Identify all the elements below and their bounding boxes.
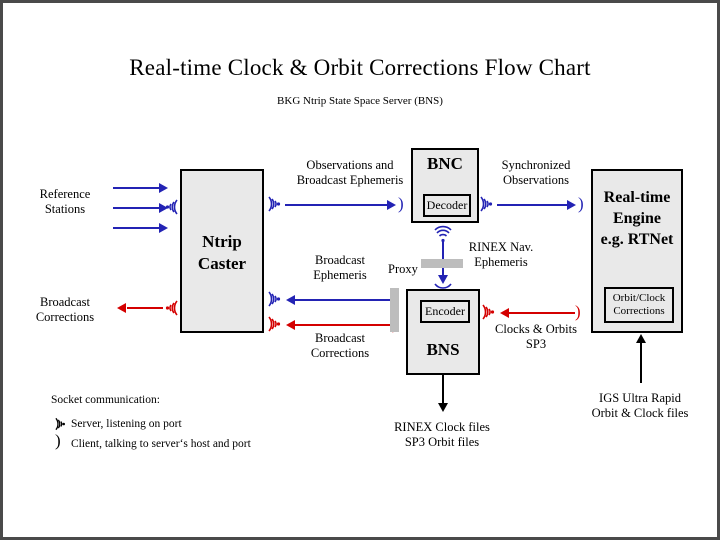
ntrip-caster-line2: Caster bbox=[197, 254, 247, 273]
label-proxy: Proxy bbox=[388, 262, 418, 276]
orbit-clock-line2: Corrections bbox=[613, 305, 665, 317]
arrow-obs-to-bnc bbox=[285, 204, 389, 206]
clocks-orbits-line2: SP3 bbox=[525, 337, 547, 351]
server-socket-icon bbox=[434, 225, 452, 243]
arrow-igs-ultra-rapid-head bbox=[636, 334, 646, 343]
server-socket-icon bbox=[268, 291, 281, 307]
bc-mid-line1: Broadcast bbox=[315, 331, 365, 345]
rt-engine-line2: Engine bbox=[612, 210, 661, 227]
clocks-orbits-line1: Clocks & Orbits bbox=[495, 322, 577, 336]
igs-line1: IGS Ultra Rapid bbox=[599, 391, 681, 405]
label-observations-and-ephemeris: Observations and Broadcast Ephemeris bbox=[275, 158, 425, 188]
arrow-rinex-nav-head bbox=[438, 275, 448, 284]
bns-title: BNS bbox=[426, 340, 460, 359]
page-subtitle: BKG Ntrip State Space Server (BNS) bbox=[277, 95, 443, 107]
arrow-rinex-clock-files-line bbox=[442, 375, 444, 407]
client-socket-icon: ) bbox=[578, 194, 584, 213]
bc-left-line1: Broadcast bbox=[40, 295, 90, 309]
arrow-rinex-clock-files-head bbox=[438, 403, 448, 412]
obs-eph-line1: Observations and bbox=[306, 158, 394, 172]
server-socket-icon bbox=[482, 304, 495, 320]
orbit-clock-line1: Orbit/Clock bbox=[612, 292, 666, 304]
server-socket-icon bbox=[480, 196, 493, 212]
arrow-broadcast-corrections-out bbox=[127, 307, 163, 309]
bc-mid-line2: Corrections bbox=[310, 346, 370, 360]
label-broadcast-corrections-left: Broadcast Corrections bbox=[15, 295, 115, 325]
bc-left-line2: Corrections bbox=[35, 310, 95, 324]
box-bns[interactable]: Encoder BNS bbox=[406, 289, 480, 375]
obs-eph-line2: Broadcast Ephemeris bbox=[296, 173, 404, 187]
bnc-decoder[interactable]: Decoder bbox=[423, 194, 471, 217]
server-socket-icon bbox=[268, 316, 281, 332]
arrow-broadcast-ephemeris bbox=[295, 299, 393, 301]
client-socket-icon: ) bbox=[398, 194, 404, 213]
sync-obs-line2: Observations bbox=[503, 173, 569, 187]
rinex-clock-line1: RINEX Clock files bbox=[394, 420, 490, 434]
bcast-eph-line2: Ephemeris bbox=[313, 268, 367, 282]
client-socket-icon: ) bbox=[575, 302, 581, 321]
label-broadcast-corrections-mid: Broadcast Corrections bbox=[297, 331, 383, 361]
server-socket-icon bbox=[165, 199, 178, 215]
rinex-clock-line2: SP3 Orbit files bbox=[404, 435, 480, 449]
page-title: Real-time Clock & Orbit Corrections Flow… bbox=[129, 55, 591, 80]
legend-heading: Socket communication: bbox=[51, 394, 160, 406]
box-bnc[interactable]: BNC Decoder bbox=[411, 148, 479, 223]
server-socket-icon bbox=[55, 417, 65, 431]
arrow-ref-station-2-head bbox=[159, 203, 168, 213]
arrow-clocks-orbits bbox=[509, 312, 575, 314]
proxy-bar-horizontal bbox=[390, 288, 399, 332]
bns-encoder[interactable]: Encoder bbox=[420, 300, 470, 323]
label-broadcast-ephemeris: Broadcast Ephemeris bbox=[297, 253, 383, 283]
arrow-ref-station-3 bbox=[113, 227, 161, 229]
label-reference-stations: Reference Stations bbox=[21, 187, 109, 217]
arrow-clocks-orbits-head bbox=[500, 308, 509, 318]
arrow-ref-station-1 bbox=[113, 187, 161, 189]
bcast-eph-line1: Broadcast bbox=[315, 253, 365, 267]
legend-server-text: Server, listening on port bbox=[71, 418, 182, 430]
label-igs-ultra-rapid: IGS Ultra Rapid Orbit & Clock files bbox=[569, 391, 711, 421]
rinex-nav-line2: Ephemeris bbox=[474, 255, 528, 269]
label-synchronized-observations: Synchronized Observations bbox=[481, 158, 591, 188]
rinex-nav-line1: RINEX Nav. bbox=[468, 240, 534, 254]
client-socket-icon: ) bbox=[55, 431, 61, 450]
arrow-obs-to-bnc-head bbox=[387, 200, 396, 210]
label-rinex-nav-ephemeris: RINEX Nav. Ephemeris bbox=[459, 240, 543, 270]
arrow-ref-station-1-head bbox=[159, 183, 168, 193]
server-socket-icon bbox=[268, 196, 281, 212]
arrow-sync-obs bbox=[497, 204, 569, 206]
rt-engine-line3: e.g. RTNet bbox=[600, 231, 674, 248]
label-rinex-clock-files: RINEX Clock files SP3 Orbit files bbox=[373, 420, 511, 450]
proxy-bar-vertical bbox=[421, 259, 463, 268]
arrow-ref-station-3-head bbox=[159, 223, 168, 233]
client-socket-icon bbox=[434, 283, 452, 289]
igs-line2: Orbit & Clock files bbox=[591, 406, 689, 420]
arrow-broadcast-corrections-mid-head bbox=[286, 320, 295, 330]
rt-engine-line1: Real-time bbox=[603, 189, 671, 206]
server-socket-icon bbox=[165, 300, 178, 316]
arrow-broadcast-corrections-mid bbox=[295, 324, 393, 326]
sync-obs-line1: Synchronized bbox=[501, 158, 571, 172]
reference-stations-line2: Stations bbox=[44, 202, 86, 216]
box-ntrip-caster[interactable]: Ntrip Caster bbox=[180, 169, 264, 333]
arrow-broadcast-corrections-out-head bbox=[117, 303, 126, 313]
box-realtime-engine[interactable]: Real-time Engine e.g. RTNet Orbit/Clock … bbox=[591, 169, 683, 333]
rt-engine-orbit-clock-corrections[interactable]: Orbit/Clock Corrections bbox=[604, 287, 674, 323]
arrow-broadcast-ephemeris-head bbox=[286, 295, 295, 305]
ntrip-caster-line1: Ntrip bbox=[202, 232, 242, 251]
bnc-title: BNC bbox=[427, 154, 463, 173]
arrow-igs-ultra-rapid-line bbox=[640, 343, 642, 383]
reference-stations-line1: Reference bbox=[39, 187, 91, 201]
arrow-ref-station-2 bbox=[113, 207, 161, 209]
legend-client-text: Client, talking to server‘s host and por… bbox=[71, 438, 251, 450]
arrow-sync-obs-head bbox=[567, 200, 576, 210]
label-clocks-orbits-sp3: Clocks & Orbits SP3 bbox=[481, 322, 591, 352]
